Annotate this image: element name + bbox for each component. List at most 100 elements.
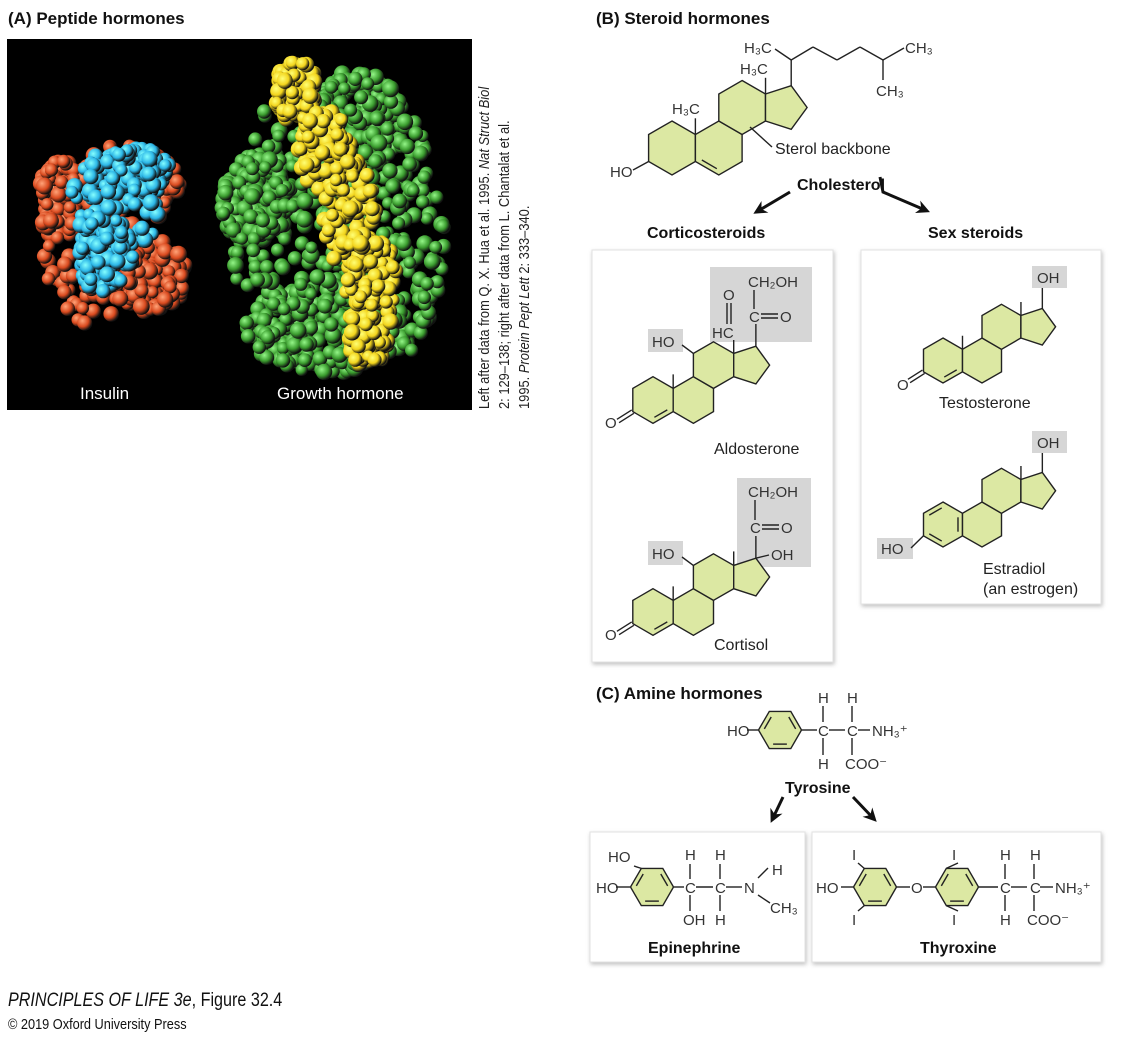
atom-sphere bbox=[354, 90, 369, 105]
atom-sphere bbox=[365, 298, 379, 312]
atom-sphere bbox=[368, 154, 383, 169]
atom-sphere bbox=[416, 183, 430, 198]
ho-label: HO bbox=[727, 723, 750, 740]
side-chain-bond bbox=[812, 46, 838, 61]
atom-sphere bbox=[382, 80, 400, 98]
atom-sphere bbox=[127, 183, 141, 197]
atom-sphere bbox=[359, 167, 375, 183]
atom-sphere bbox=[345, 311, 361, 327]
atom-sphere bbox=[435, 219, 450, 234]
double-bond bbox=[635, 873, 644, 887]
atom-sphere bbox=[136, 231, 154, 249]
atom-sphere bbox=[304, 320, 318, 335]
testosterone-structure: O OH Testosterone bbox=[897, 270, 1060, 412]
atom-sphere bbox=[371, 279, 386, 294]
chemical-bonds bbox=[616, 46, 1057, 912]
atom-sphere bbox=[429, 190, 444, 205]
atom-sphere bbox=[43, 212, 59, 229]
atom-sphere bbox=[408, 126, 424, 141]
atom-sphere bbox=[141, 166, 157, 182]
atom-sphere bbox=[305, 241, 318, 254]
arrow-to-corticosteroids bbox=[753, 190, 791, 214]
atom-sphere bbox=[399, 138, 415, 155]
hydroxyl-bond bbox=[632, 160, 649, 171]
c-label: C bbox=[1030, 880, 1041, 897]
atom-sphere bbox=[314, 145, 331, 161]
atom-sphere bbox=[392, 216, 406, 230]
atom-sphere bbox=[420, 277, 434, 291]
benzene-ring bbox=[757, 710, 803, 750]
ho-label: HO bbox=[881, 541, 904, 558]
atom-sphere bbox=[339, 154, 356, 170]
atom-sphere bbox=[338, 82, 351, 95]
credit-pages: 2: 333–340. bbox=[515, 206, 532, 278]
atom-sphere bbox=[256, 249, 270, 263]
side-chain-bond bbox=[859, 46, 884, 61]
atom-sphere bbox=[289, 322, 307, 339]
ch2oh-label: CH₂OH bbox=[748, 274, 798, 291]
ring-d bbox=[1020, 307, 1057, 346]
atom-sphere bbox=[257, 104, 272, 119]
tyrosine-label: Tyrosine bbox=[785, 780, 851, 797]
h-label: H bbox=[818, 690, 829, 707]
atom-sphere bbox=[134, 283, 149, 298]
ho-label: HO bbox=[816, 880, 839, 897]
atom-sphere bbox=[275, 183, 289, 197]
atom-sphere bbox=[359, 317, 373, 332]
atom-sphere bbox=[63, 201, 77, 214]
atom-sphere bbox=[44, 163, 59, 177]
atom-sphere bbox=[326, 250, 342, 267]
atom-sphere bbox=[296, 210, 313, 228]
aldosterone-label: Aldosterone bbox=[714, 441, 799, 458]
hydroxyl-bond bbox=[755, 554, 770, 559]
o-label: O bbox=[723, 287, 735, 304]
bond bbox=[757, 894, 771, 904]
atom-sphere bbox=[294, 277, 308, 291]
atom-sphere bbox=[243, 209, 259, 225]
ring-d bbox=[764, 84, 808, 131]
panel-a-title: (A) Peptide hormones bbox=[8, 9, 185, 28]
ring-d bbox=[733, 557, 771, 597]
atom-sphere bbox=[385, 260, 400, 275]
atom-sphere bbox=[381, 281, 397, 297]
double-bond bbox=[928, 507, 943, 516]
o-label: O bbox=[605, 415, 617, 432]
double-bond bbox=[660, 873, 669, 887]
atom-sphere bbox=[57, 154, 71, 168]
thyroxine-label: Thyroxine bbox=[920, 940, 997, 957]
atom-sphere bbox=[113, 273, 128, 288]
insulin-label: Insulin bbox=[80, 384, 129, 403]
atom-sphere bbox=[54, 175, 69, 189]
ketone-bond bbox=[616, 621, 633, 632]
atom-sphere bbox=[277, 73, 293, 89]
cholesterol-structure: HO H₃C H₃C H₃C CH₃ CH₃ Sterol backbone bbox=[610, 40, 933, 181]
svg-text:Left after data from Q. X. Hua: Left after data from Q. X. Hua et al. 19… bbox=[475, 86, 492, 409]
estradiol-structure: HO OH Estradiol (an estrogen) bbox=[881, 435, 1078, 598]
credit-line3: 1995. bbox=[515, 373, 532, 409]
corticosteroids-label: Corticosteroids bbox=[647, 225, 765, 242]
arrow-to-sex-steroids bbox=[878, 176, 930, 214]
atom-sphere bbox=[88, 189, 104, 205]
atom-sphere bbox=[340, 272, 356, 288]
atom-sphere bbox=[361, 77, 375, 90]
copyright: © 2019 Oxford University Press bbox=[8, 1015, 187, 1032]
atom-sphere bbox=[370, 111, 384, 126]
ho-label: HO bbox=[608, 849, 631, 866]
atom-sphere bbox=[57, 285, 72, 300]
atom-sphere bbox=[296, 57, 310, 71]
atom-sphere bbox=[305, 287, 318, 300]
atom-sphere bbox=[324, 80, 338, 94]
atom-sphere bbox=[277, 302, 291, 316]
methyl-label: H₃C bbox=[740, 61, 768, 78]
highlight-box bbox=[1032, 431, 1067, 453]
h-label: H bbox=[1030, 847, 1041, 864]
atom-sphere bbox=[100, 184, 117, 200]
atom-sphere bbox=[100, 153, 116, 170]
atom-sphere bbox=[329, 173, 343, 187]
n-label: N bbox=[744, 880, 755, 897]
atom-sphere bbox=[259, 161, 272, 174]
nh3-label: NH₃⁺ bbox=[1055, 880, 1091, 897]
atom-sphere bbox=[330, 128, 344, 142]
bond bbox=[857, 905, 865, 912]
atom-sphere bbox=[363, 254, 378, 269]
